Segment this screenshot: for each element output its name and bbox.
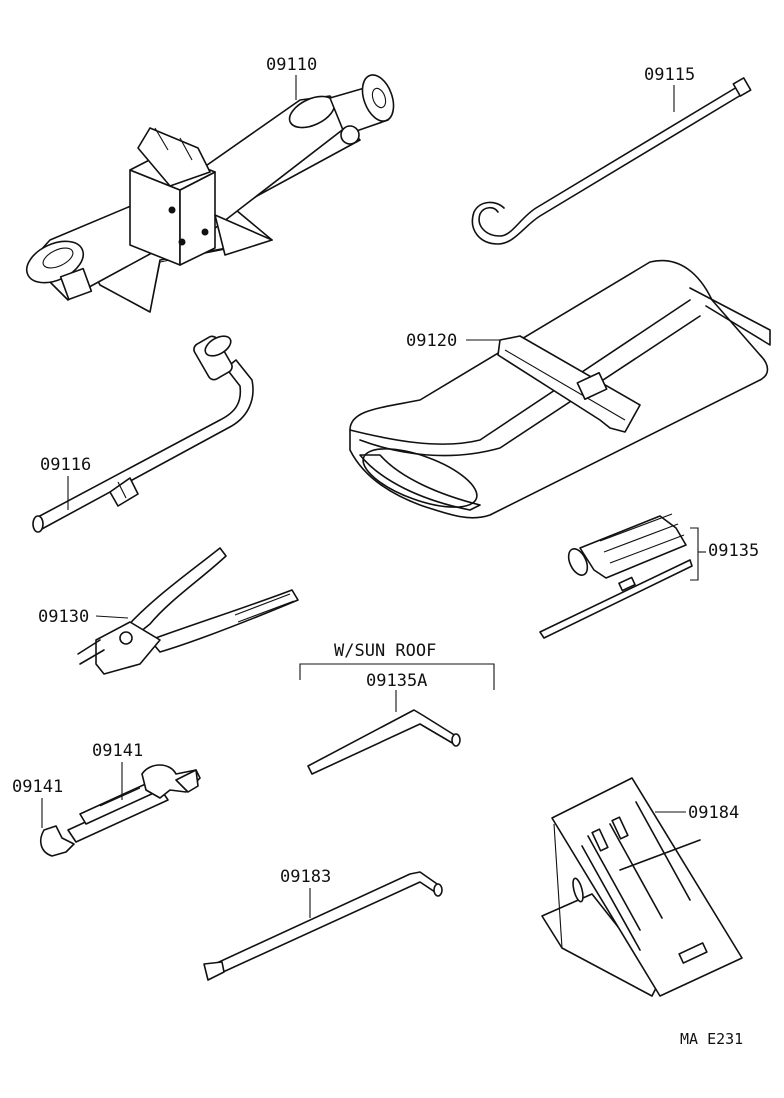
label-tool-bag: 09120 bbox=[406, 331, 457, 351]
wheel-wrench-illustration bbox=[32, 335, 254, 533]
jack-illustration bbox=[25, 74, 395, 313]
label-sunroof-wrench: 09135A bbox=[366, 671, 427, 691]
screwdriver-illustration bbox=[539, 513, 693, 639]
pliers-illustration bbox=[77, 547, 299, 675]
sunroof-wrench-illustration bbox=[307, 709, 461, 775]
label-jack-handle: 09115 bbox=[644, 65, 695, 85]
label-wrench-upper: 09141 bbox=[92, 741, 143, 761]
wrenches-illustration bbox=[39, 764, 201, 857]
leader-pliers bbox=[95, 615, 129, 619]
bracket-screwdriver bbox=[690, 527, 699, 581]
label-screwdriver: 09135 bbox=[708, 541, 759, 561]
label-jack: 09110 bbox=[266, 55, 317, 75]
drawing-code: MA E231 bbox=[680, 1030, 743, 1048]
label-pliers: 09130 bbox=[38, 607, 89, 627]
label-chock: 09184 bbox=[688, 803, 739, 823]
hub-wrench-illustration bbox=[203, 871, 443, 981]
tool-bag-illustration bbox=[349, 259, 771, 519]
bracket-sun-roof bbox=[299, 663, 495, 690]
group-title-sun-roof: W/SUN ROOF bbox=[334, 641, 436, 661]
chock-illustration bbox=[541, 777, 743, 997]
label-wheel-wrench: 09116 bbox=[40, 455, 91, 475]
label-hub-wrench: 09183 bbox=[280, 867, 331, 887]
label-wrench-lower: 09141 bbox=[12, 777, 63, 797]
jack-handle-illustration bbox=[471, 77, 752, 245]
